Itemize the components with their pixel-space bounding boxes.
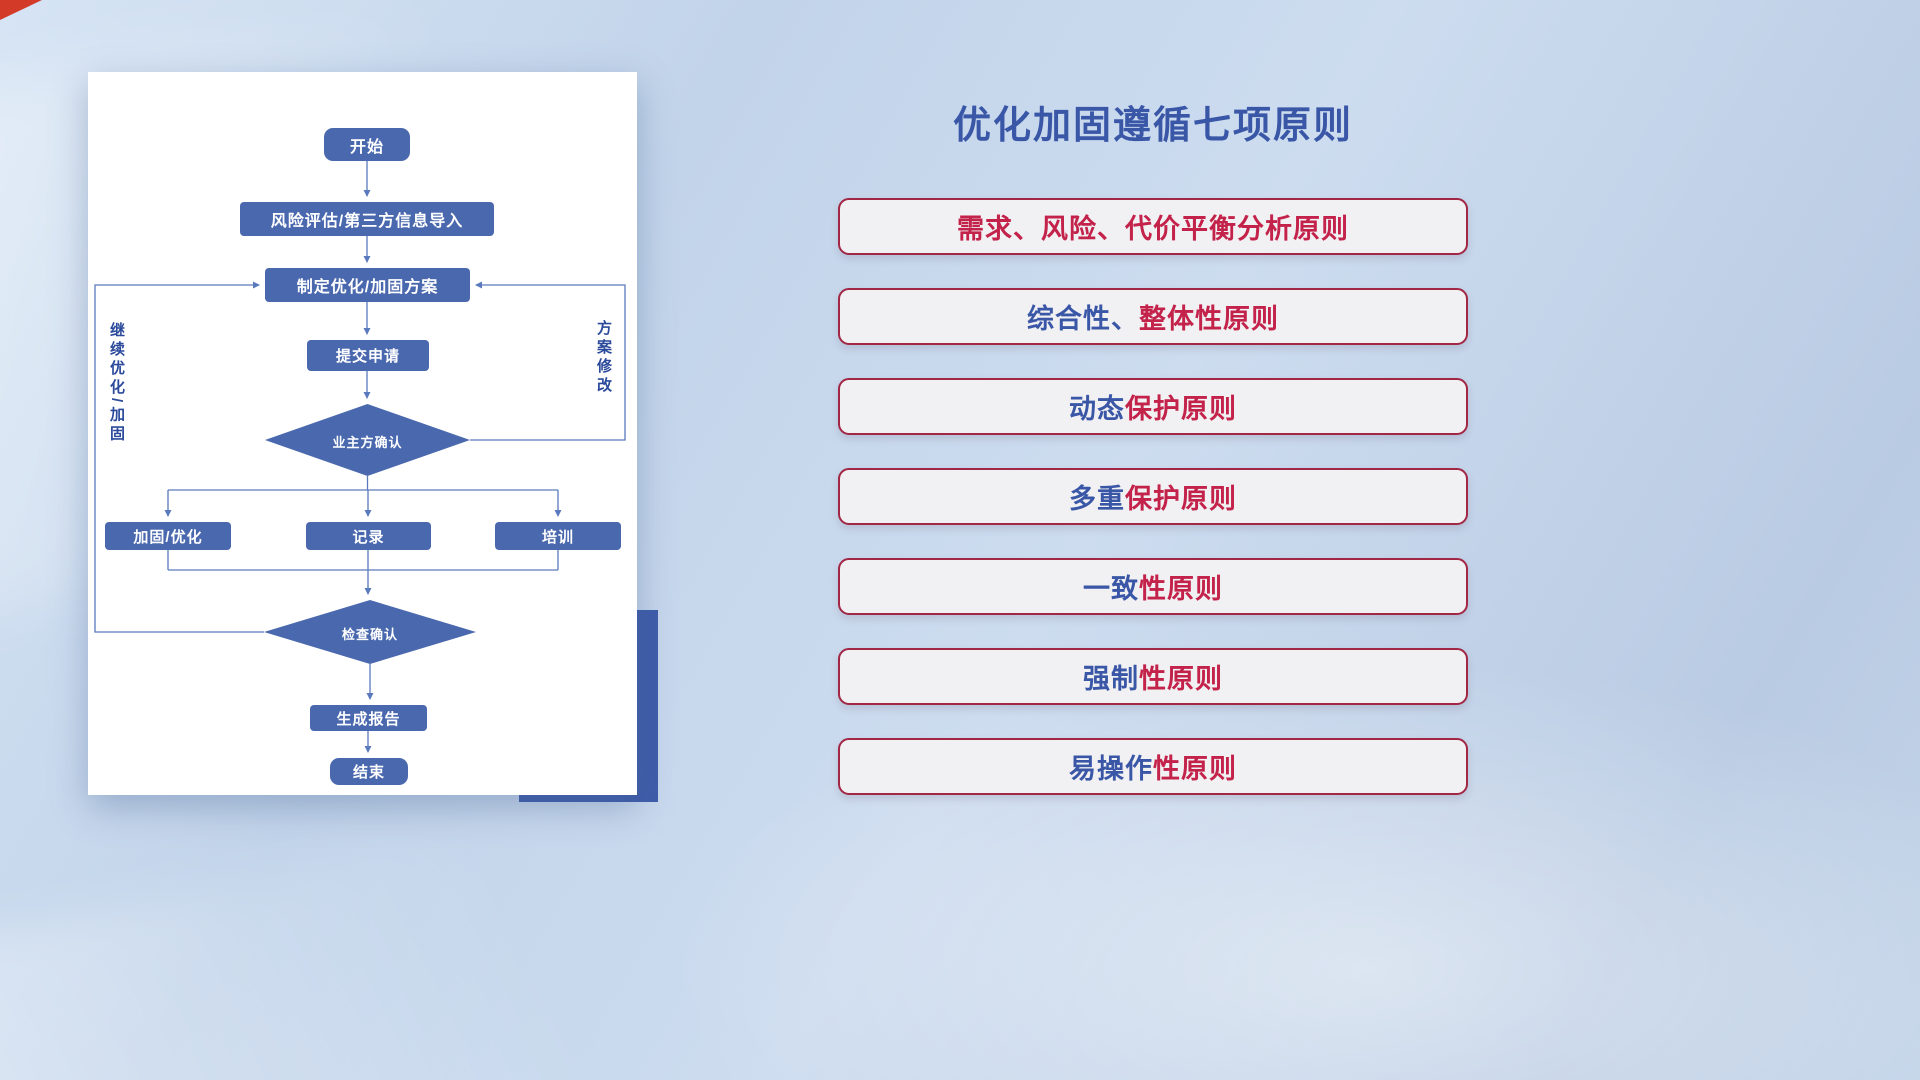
principle-4-text-red: 保护原则: [1125, 484, 1237, 514]
principle-2-text-red: 整体性原则: [1139, 304, 1279, 334]
principle-4-text-blue: 多重: [1069, 484, 1125, 514]
flow-node-check-confirm-label: 检查确认: [341, 627, 398, 642]
principle-5-text-red: 性原则: [1139, 574, 1223, 604]
flow-node-report: 生成报告: [310, 705, 427, 731]
edge-label-plan-revision: 方案修改: [595, 320, 612, 396]
principle-box-4: 多重保护原则: [838, 468, 1468, 525]
principle-2-text-blue: 综合性、: [1027, 304, 1139, 334]
principle-1-text-red: 需求、风险、代价平衡分析原则: [957, 214, 1349, 244]
background-streak: [0, 769, 822, 1080]
flow-node-submit: 提交申请: [307, 340, 429, 371]
principle-box-5: 一致性原则: [838, 558, 1468, 615]
corner-accent-shape: [0, 0, 42, 20]
flowchart-connectors: [94, 161, 626, 753]
principles-panel: 需求、风险、代价平衡分析原则 综合性、整体性原则 动态保护原则 多重保护原则 一…: [838, 198, 1468, 795]
principle-box-1: 需求、风险、代价平衡分析原则: [838, 198, 1468, 255]
principle-6-text-red: 性原则: [1139, 664, 1223, 694]
principle-box-7: 易操作性原则: [838, 738, 1468, 795]
principle-3-text-red: 保护原则: [1125, 394, 1237, 424]
decision-diamond-check-confirm: [264, 600, 476, 664]
flow-node-owner-confirm-label: 业主方确认: [332, 435, 403, 450]
principle-box-2: 综合性、整体性原则: [838, 288, 1468, 345]
flow-node-end: 结束: [330, 758, 408, 785]
principle-box-6: 强制性原则: [838, 648, 1468, 705]
flow-connectors: [94, 161, 626, 753]
flow-node-harden: 加固/优化: [105, 522, 231, 550]
decision-diamond-owner-confirm: [265, 404, 470, 476]
edge-label-continue-loop: 继续优化/加固: [108, 322, 125, 445]
flow-node-record: 记录: [306, 522, 431, 550]
flow-node-start: 开始: [324, 128, 410, 161]
flow-node-plan: 制定优化/加固方案: [265, 268, 470, 302]
principle-7-text-red: 性原则: [1153, 754, 1237, 784]
flow-node-training: 培训: [495, 522, 621, 550]
principle-3-text-blue: 动态: [1069, 394, 1125, 424]
principle-box-3: 动态保护原则: [838, 378, 1468, 435]
principle-5-text-blue: 一致: [1083, 574, 1139, 604]
flow-node-risk: 风险评估/第三方信息导入: [240, 202, 494, 236]
principle-7-text-blue: 易操作: [1069, 754, 1153, 784]
page-title: 优化加固遵循七项原则: [952, 105, 1353, 147]
principle-6-text-blue: 强制: [1083, 664, 1139, 694]
flowchart-card: 开始 风险评估/第三方信息导入 制定优化/加固方案 提交申请 加固/优化 记录 …: [88, 72, 637, 795]
